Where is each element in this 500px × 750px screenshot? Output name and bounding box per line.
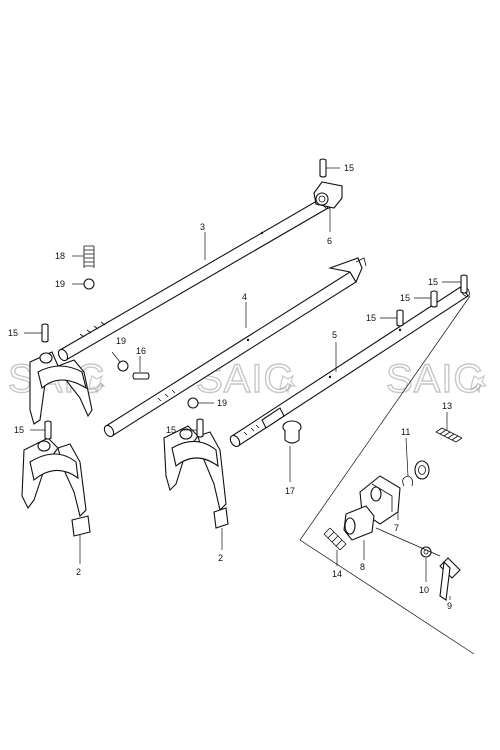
- snap-ring-11: [402, 475, 413, 487]
- steel-ball-19c: [187, 397, 199, 409]
- spring-pin-15f: [44, 420, 52, 440]
- shift-fork-2-left: [21, 437, 91, 537]
- steel-ball-19b: [117, 360, 129, 372]
- callout-14: 14: [332, 569, 342, 579]
- callout-11: 11: [401, 427, 410, 437]
- callout-2-middle: 2: [218, 553, 223, 563]
- callout-13: 13: [442, 401, 452, 411]
- detent-body-8: [343, 505, 375, 541]
- callout-7: 7: [394, 523, 399, 533]
- spring-pin-15b: [41, 323, 49, 343]
- callout-6: 6: [327, 236, 332, 246]
- spring-13: [435, 427, 463, 443]
- callout-4: 4: [242, 292, 247, 302]
- callout-19-upper: 19: [55, 279, 65, 289]
- plug-17: [282, 420, 302, 444]
- watermark-right: SAIC: [386, 357, 483, 401]
- shift-rod-3: [57, 197, 331, 362]
- callout-labels: 15 6 3 18 19 15 15 15 4 5 15 19 16 19 15…: [8, 163, 452, 611]
- spring-pin-15e: [396, 309, 404, 327]
- shift-fork-2-middle: [163, 425, 229, 529]
- spring-pin-15a: [319, 158, 327, 178]
- callout-19-lower: 19: [217, 398, 227, 408]
- callout-8: 8: [360, 562, 365, 572]
- assembly-outline: [299, 295, 475, 655]
- washer-12-ring: [414, 460, 430, 480]
- steel-ball-19a: [83, 278, 95, 290]
- callout-15-right-a: 15: [428, 277, 438, 287]
- callout-15-right-c: 15: [366, 313, 376, 323]
- callout-15-right-b: 15: [400, 293, 410, 303]
- leader-lines: [24, 167, 461, 600]
- spring-pin-15c: [460, 274, 468, 294]
- shift-rod-4: [103, 257, 367, 438]
- shift-fork-upper-left: [29, 351, 93, 425]
- spring-18: [83, 245, 95, 268]
- callout-2-left: 2: [76, 567, 81, 577]
- callout-5: 5: [332, 330, 337, 340]
- callout-10: 10: [419, 585, 429, 595]
- callout-16: 16: [136, 346, 146, 356]
- interlock-pin-16: [132, 372, 150, 380]
- rod-end-sleeve-6: [313, 181, 343, 209]
- watermark-star-icon: [88, 374, 488, 394]
- callout-17: 17: [285, 486, 295, 496]
- callout-9: 9: [447, 601, 452, 611]
- spring-pin-15g: [196, 418, 204, 438]
- callout-15-fork-middle: 15: [166, 425, 176, 435]
- callout-15-fork-left: 15: [14, 425, 24, 435]
- callout-19-middle: 19: [116, 336, 126, 346]
- spring-pin-15d: [430, 290, 438, 308]
- callout-3: 3: [200, 222, 205, 232]
- spring-14: [323, 527, 347, 551]
- callout-18: 18: [55, 251, 65, 261]
- callout-15-top: 15: [344, 163, 354, 173]
- bolt-9: [439, 557, 461, 601]
- shift-rod-5: [229, 285, 470, 448]
- callout-15-left: 15: [8, 328, 18, 338]
